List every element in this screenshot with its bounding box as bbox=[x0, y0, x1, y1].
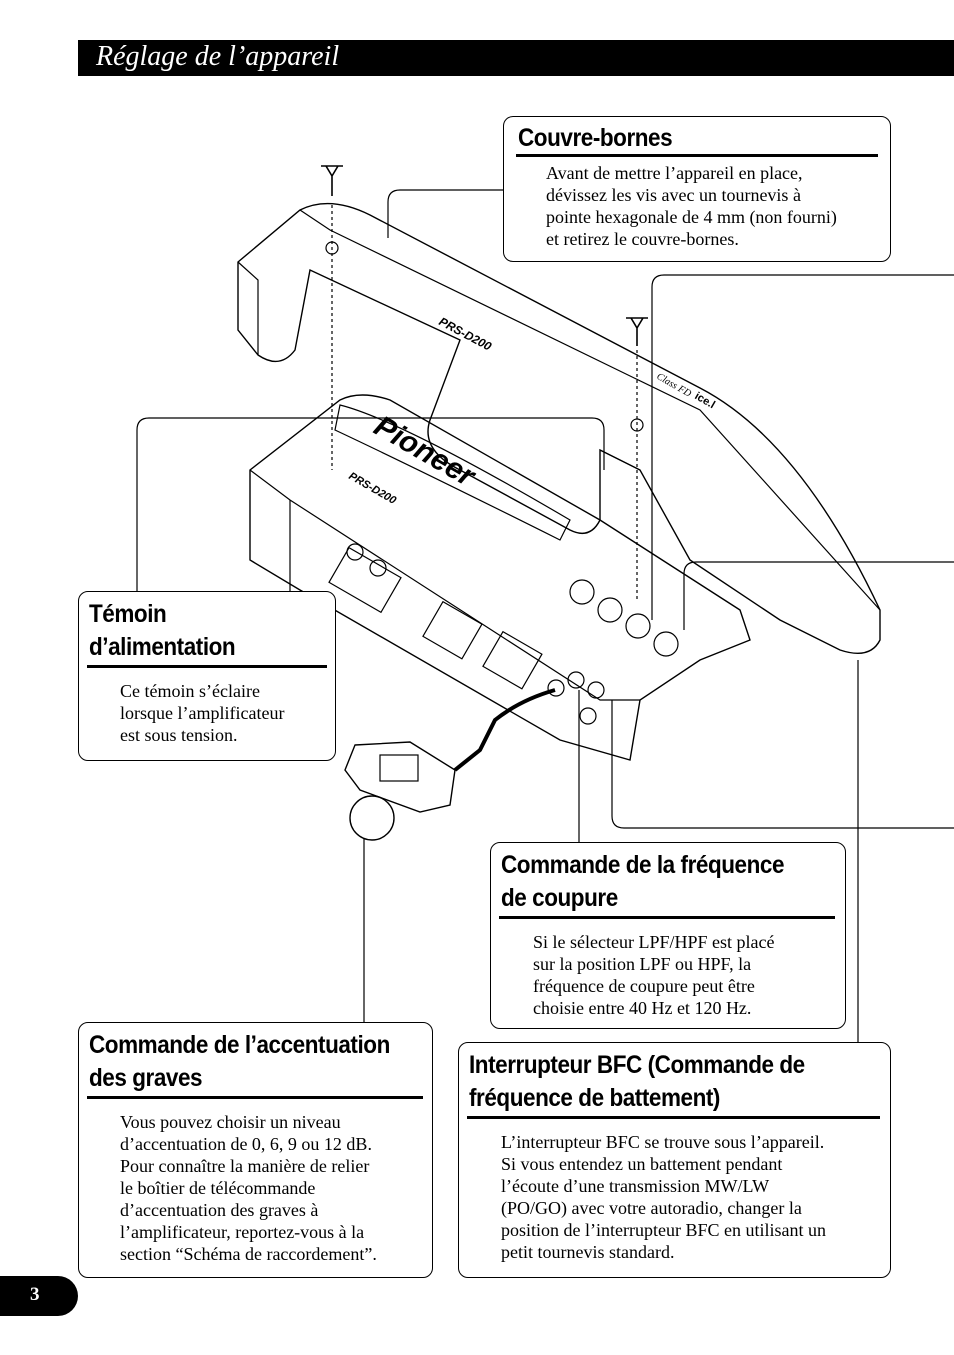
model-label-body: PRS-D200 bbox=[347, 470, 399, 507]
class-label: Class FD bbox=[655, 371, 694, 400]
callout-accentuation: Commande de l’accentuation des graves Vo… bbox=[78, 1022, 433, 1278]
title-rule bbox=[467, 1116, 880, 1119]
page-title: Réglage de l’appareil bbox=[96, 41, 340, 72]
callout-frequence-coupure: Commande de la fréquence de coupure Si l… bbox=[490, 842, 846, 1029]
callout-bfc: Interrupteur BFC (Commande de fréquence … bbox=[458, 1042, 891, 1278]
header-bar: Réglage de l’appareil bbox=[78, 40, 954, 76]
callout-body: L’interrupteur BFC se trouve sous l’appa… bbox=[501, 1132, 826, 1262]
brand-logo: Pioneer bbox=[369, 409, 483, 494]
title-rule bbox=[516, 154, 878, 157]
callout-body: Si le sélecteur LPF/HPF est placé sur la… bbox=[533, 932, 775, 1018]
callout-temoin: Témoin d’alimentation Ce témoin s’éclair… bbox=[78, 591, 336, 761]
leader-top-right bbox=[651, 274, 954, 620]
leader-lower-right bbox=[611, 700, 954, 829]
callout-body: Avant de mettre l’appareil en place, dév… bbox=[546, 163, 837, 249]
leader-temoin bbox=[136, 417, 605, 592]
callout-title: Commande de la fréquence de coupure bbox=[501, 851, 785, 912]
callout-title: Couvre-bornes bbox=[518, 124, 673, 152]
callout-couvre-bornes: Couvre-bornes Avant de mettre l’appareil… bbox=[503, 116, 891, 262]
title-rule bbox=[499, 916, 835, 919]
title-rule bbox=[87, 1096, 423, 1099]
callout-title: Commande de l’accentuation des graves bbox=[89, 1031, 390, 1092]
model-label-cover: PRS-D200 bbox=[437, 314, 495, 353]
leader-mid-right bbox=[683, 561, 954, 630]
page-number: 3 bbox=[30, 1284, 40, 1305]
callout-body: Vous pouvez choisir un niveau d’accentua… bbox=[120, 1112, 377, 1264]
callout-body: Ce témoin s’éclaire lorsque l’amplificat… bbox=[120, 681, 285, 745]
leader-couvre-bornes bbox=[387, 189, 505, 238]
callout-title: Témoin d’alimentation bbox=[89, 600, 236, 661]
page-number-tab: 3 bbox=[0, 1276, 78, 1316]
title-rule bbox=[87, 665, 327, 668]
callout-title: Interrupteur BFC (Commande de fréquence … bbox=[469, 1051, 805, 1112]
